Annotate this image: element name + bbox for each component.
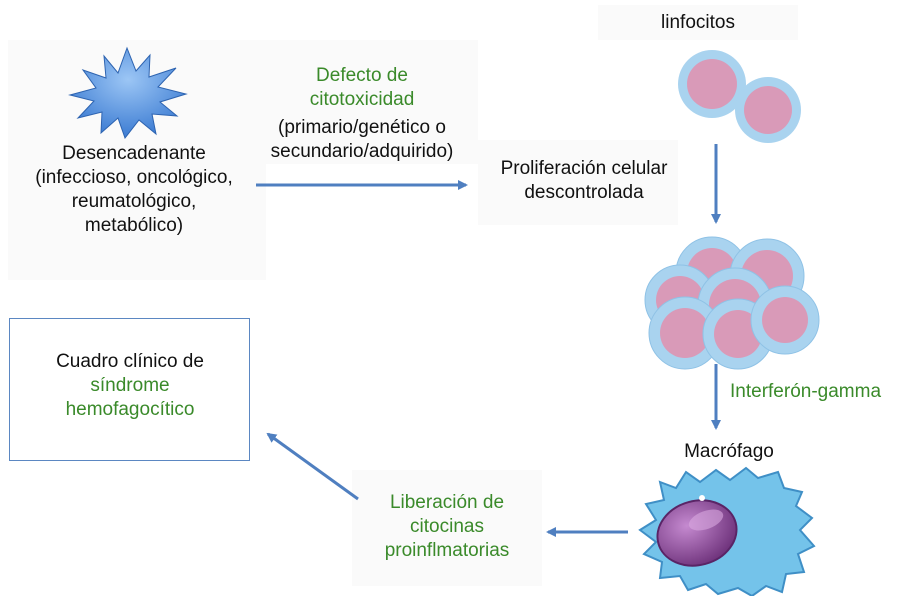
trigger-detail-line: (infeccioso, oncológico, <box>35 167 233 188</box>
cytokines-label: Liberación de citocinas proinflmatorias <box>360 491 534 563</box>
starburst-icon <box>68 46 188 140</box>
proliferation-panel <box>478 140 678 225</box>
lymphocyte-icon <box>678 50 801 143</box>
outcome-box <box>9 318 250 461</box>
defect-detail: (primario/genético o secundario/adquirid… <box>248 116 476 164</box>
defect-detail-line: (primario/genético o <box>278 117 446 138</box>
lymphocytes-label: linfocitos <box>661 12 735 33</box>
macrophage-icon <box>638 466 816 596</box>
macrophage-label: Macrófago <box>684 441 774 462</box>
defect-label-line: citotoxicidad <box>309 89 415 110</box>
defect-panel <box>258 40 478 164</box>
outcome-highlight-line: síndrome <box>90 375 170 396</box>
arrow-cytokines-to-outcome <box>266 432 359 501</box>
defect-label: Defecto de citotoxicidad <box>262 64 462 112</box>
outcome-prefix: Cuadro clínico de <box>56 351 204 372</box>
proliferation-label: Proliferación celular descontrolada <box>478 157 690 205</box>
trigger-detail-line: metabólico) <box>84 215 184 236</box>
proliferation-label-line: descontrolada <box>524 182 644 203</box>
cytokines-label-line: proinflmatorias <box>384 540 510 561</box>
lymphocyte-cluster-icon <box>644 236 820 370</box>
cytokine-panel <box>352 470 542 586</box>
proliferation-label-line: Proliferación celular <box>500 158 668 179</box>
outcome-label: Cuadro clínico de síndrome hemofagocític… <box>20 350 240 422</box>
trigger-detail-line: reumatológico, <box>71 191 197 212</box>
outcome-highlight-line: hemofagocítico <box>65 399 195 420</box>
lymphocyte-panel <box>598 5 798 40</box>
interferon-label: Interferón-gamma <box>730 381 882 402</box>
cytokines-label-line: Liberación de <box>389 492 505 513</box>
defect-label-line: Defecto de <box>316 65 408 86</box>
defect-detail-line: secundario/adquirido) <box>270 141 454 162</box>
trigger-title: Desencadenante <box>62 143 206 164</box>
trigger-detail: (infeccioso, oncológico, reumatológico, … <box>14 166 254 238</box>
cytokines-label-line: citocinas <box>410 516 484 537</box>
